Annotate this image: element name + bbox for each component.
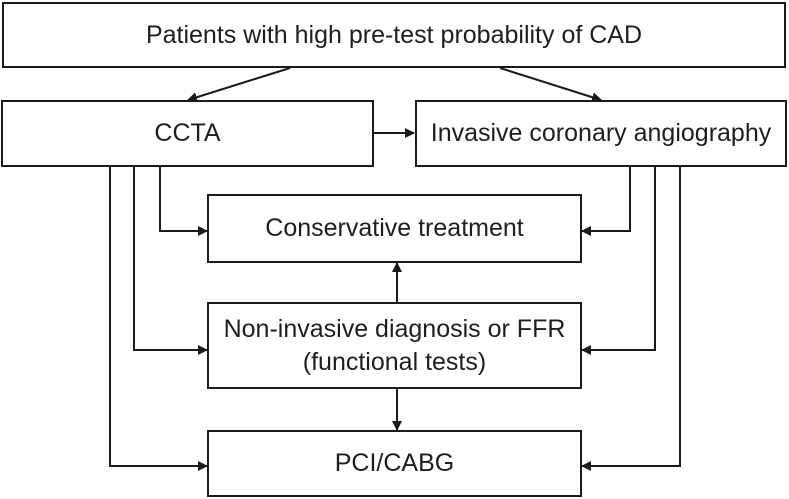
arrow-ica-to-noninvasive <box>581 167 656 355</box>
node-noninvasive-label-line2: (functional tests) <box>302 347 487 376</box>
arrow-ccta-to-noninvasive <box>133 167 208 355</box>
node-noninvasive-diagnosis: Non-invasive diagnosis or FFR (functiona… <box>207 302 582 389</box>
node-ccta: CCTA <box>1 100 374 167</box>
node-pci-label: PCI/CABG <box>334 449 455 478</box>
node-ccta-label: CCTA <box>154 119 221 148</box>
node-invasive-coronary-angiography: Invasive coronary angiography <box>415 100 787 167</box>
node-noninvasive-label-line1: Non-invasive diagnosis or FFR <box>223 315 566 343</box>
node-patients-label: Patients with high pre-test probability … <box>145 20 643 49</box>
arrow-ica-to-conservative <box>581 167 631 236</box>
node-conservative-treatment: Conservative treatment <box>207 194 582 263</box>
node-conservative-label: Conservative treatment <box>265 214 524 243</box>
arrow-top-to-ccta <box>187 67 291 103</box>
arrow-ccta-to-pci <box>109 167 208 471</box>
arrow-ica-to-pci <box>581 167 681 471</box>
node-ica-label: Invasive coronary angiography <box>430 119 772 148</box>
node-pci-cabg: PCI/CABG <box>207 430 582 497</box>
node-patients-high-probability: Patients with high pre-test probability … <box>2 2 786 68</box>
arrow-ccta-to-conservative <box>159 167 208 236</box>
arrow-top-to-ica <box>499 67 602 103</box>
